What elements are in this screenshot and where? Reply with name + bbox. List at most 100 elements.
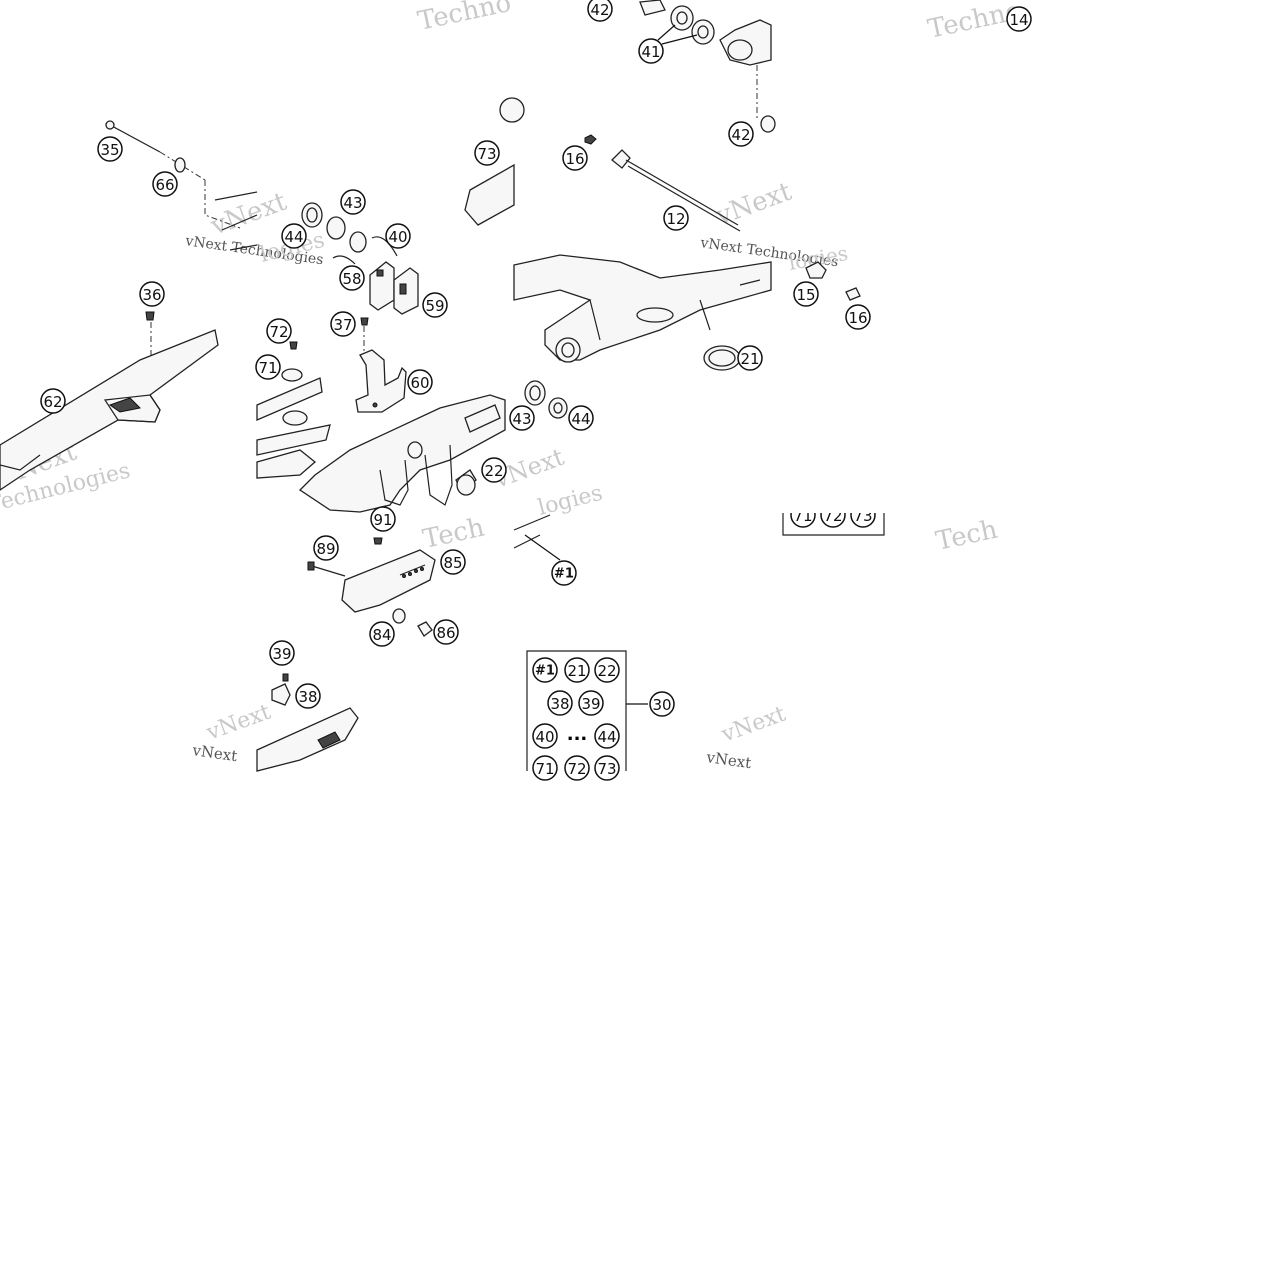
callout-42: 42 [587, 0, 613, 22]
kit-item-40: 40 [532, 723, 558, 749]
bracket-hole [372, 402, 378, 408]
bolt-35 [109, 124, 161, 153]
screw-91 [373, 537, 383, 545]
callout-44: 44 [568, 405, 594, 431]
callout-label: 73 [477, 145, 496, 163]
callout-label: 60 [410, 374, 429, 392]
callout-circle [594, 755, 620, 781]
callout-label: 72 [567, 760, 586, 778]
tile-chain-guide [256, 537, 436, 772]
kit-item-38: 38 [547, 690, 573, 716]
callout-circle [474, 140, 500, 166]
callout-label: 43 [343, 194, 362, 212]
watermark-text: Tech [420, 513, 487, 555]
callout-label: 37 [333, 316, 352, 334]
callout-hash-1: #1 [551, 560, 577, 586]
callout-label: 16 [848, 309, 867, 327]
callout-85: 85 [440, 549, 466, 575]
callout-circle [728, 121, 754, 147]
callout-circle [532, 723, 558, 749]
screw-37 [360, 317, 369, 326]
dash-line [159, 151, 206, 181]
kit-box-partial [782, 513, 885, 536]
chain-slider-73 [464, 163, 515, 226]
needle-bearing-inner [697, 25, 709, 39]
guide-hole [414, 569, 418, 573]
callout-71: 71 [255, 354, 281, 380]
watermark-text: vNext [203, 700, 275, 746]
slider-slot [317, 731, 341, 749]
pivot-eye [727, 39, 753, 61]
chain-guide-85 [341, 549, 436, 613]
callout-circle [564, 755, 590, 781]
callout-circle [340, 189, 366, 215]
callout-circle [440, 549, 466, 575]
callout-44: 44 [281, 223, 307, 249]
kit-box-ellipsis: ... [567, 724, 588, 745]
callout-circle [737, 345, 763, 371]
axle-12 [627, 165, 741, 232]
callout-label: 86 [436, 624, 455, 642]
kit-item-71: 71 [532, 755, 558, 781]
callout-label: 38 [550, 695, 569, 713]
nut-86 [417, 621, 433, 637]
bolt-89-head [307, 561, 315, 571]
ring-42 [760, 115, 776, 133]
callout-39: 39 [269, 640, 295, 666]
bearing-43 [326, 216, 346, 240]
clamp-hole [376, 269, 384, 277]
callout-label: 21 [740, 350, 759, 368]
callout-36: 36 [139, 281, 165, 307]
callout-label: 73 [597, 760, 616, 778]
callout-circle [594, 723, 620, 749]
callout-73: 73 [474, 140, 500, 166]
callout-circle [663, 205, 689, 231]
guide-slot [464, 404, 501, 433]
leader-line [524, 534, 561, 561]
callout-42: 42 [728, 121, 754, 147]
guide-hole [402, 574, 406, 578]
callout-circle [793, 281, 819, 307]
callout-12: 12 [663, 205, 689, 231]
callout-label: 44 [571, 410, 590, 428]
callout-86: 86 [433, 619, 459, 645]
callout-circle [820, 513, 846, 528]
guide-hole [420, 567, 424, 571]
callout-circle [532, 657, 558, 683]
callout-circle [266, 318, 292, 344]
callout-43: 43 [509, 405, 535, 431]
callout-circle [385, 223, 411, 249]
callout-label: 66 [155, 176, 174, 194]
kit-item-73: 73 [594, 755, 620, 781]
circlip [371, 236, 398, 257]
screw-72 [289, 341, 298, 350]
ring-40 [349, 231, 367, 253]
callout-circle [433, 619, 459, 645]
callout-label: 39 [272, 645, 291, 663]
callout-35: 35 [97, 136, 123, 162]
bushing-42 [639, 0, 666, 16]
watermark-text: Techno [415, 0, 514, 37]
callout-circle [269, 640, 295, 666]
callout-38: 38 [295, 683, 321, 709]
bolt-89 [311, 565, 346, 577]
tile-chain-slider [256, 97, 525, 513]
callout-circle [339, 265, 365, 291]
seal-inner [306, 207, 318, 223]
circlip [332, 255, 356, 265]
callout-circle [547, 690, 573, 716]
callout-circle [139, 281, 165, 307]
leader-line [657, 24, 698, 45]
kit-item-hash-1: #1 [532, 657, 558, 683]
callout-circle [481, 457, 507, 483]
callout-label: 91 [373, 511, 392, 529]
nut-15 [805, 261, 827, 279]
callout-label: 71 [258, 359, 277, 377]
tile-swingarm [513, 0, 776, 419]
chain-guard-edge [214, 191, 258, 251]
callout-label: 42 [731, 126, 750, 144]
callout-circle [407, 369, 433, 395]
bolt-head [105, 120, 115, 130]
callout-label: 30 [652, 696, 671, 714]
